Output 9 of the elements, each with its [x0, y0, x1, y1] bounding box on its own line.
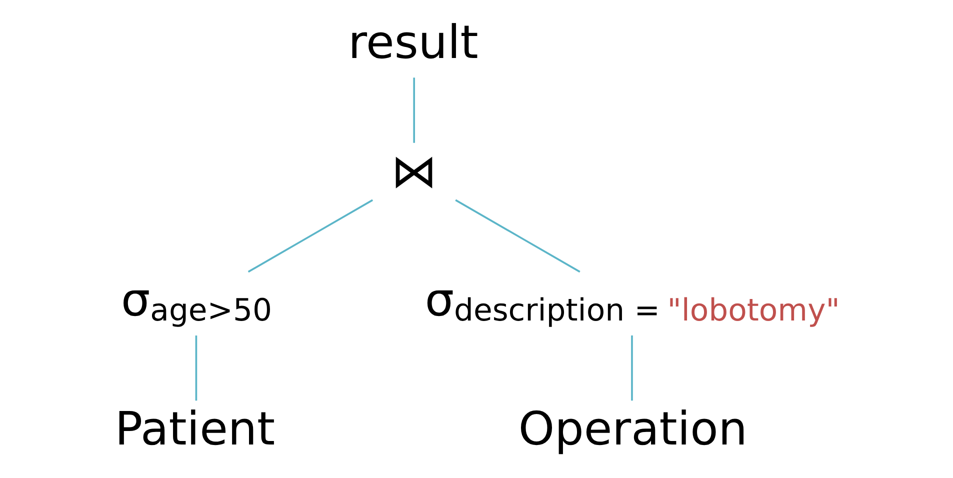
node-text: ⋈ [390, 144, 437, 198]
connector [412, 78, 414, 143]
connector [454, 199, 580, 273]
node-text: result [348, 14, 478, 69]
connector [194, 335, 197, 401]
node-text: Operation [518, 402, 747, 456]
connector [630, 335, 632, 401]
node-text: Patient [114, 402, 275, 456]
connector [247, 199, 373, 273]
